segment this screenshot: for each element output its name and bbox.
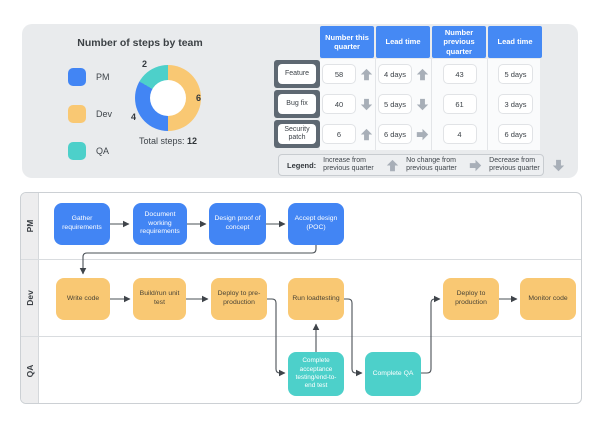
row-label-security-patch[interactable]: Security patch <box>274 120 320 148</box>
lane-label-qa: QA <box>25 364 35 378</box>
donut-chart <box>135 65 201 131</box>
total-steps-value: 12 <box>187 136 198 146</box>
trend-up-icon <box>386 159 399 172</box>
row-label-bug-fix[interactable]: Bug fix <box>274 90 320 118</box>
table-cell[interactable]: 5 days <box>488 60 543 88</box>
chart-title: Number of steps by team <box>77 37 203 49</box>
trend-flat-icon <box>469 159 482 172</box>
legend-decrease: Decrease from previous quarter <box>489 157 565 174</box>
trend-up-icon <box>360 68 373 81</box>
cell-value: 6 days <box>377 124 413 144</box>
grid-separator <box>487 59 488 150</box>
node-deploy-to-pre-production[interactable]: Deploy to pre-production <box>211 278 267 320</box>
table-cell[interactable]: 4 days <box>376 60 431 88</box>
cell-value: 3 days <box>498 94 533 114</box>
lane-header-column <box>21 193 39 403</box>
col-header-lead-time-2: Lead time <box>488 26 542 58</box>
cell-value: 58 <box>322 64 356 84</box>
cell-value: 40 <box>322 94 356 114</box>
node-gather-requirements[interactable]: Gather requirements <box>54 203 110 245</box>
legend-item-pm: PM <box>68 68 112 86</box>
node-accept-design-poc[interactable]: Accept design (POC) <box>288 203 344 245</box>
table-cell[interactable]: 43 <box>432 60 487 88</box>
legend-strip-label: Legend: <box>287 160 317 170</box>
cell-value: 5 days <box>377 94 413 114</box>
legend-no-change: No change from previous quarter <box>406 157 482 174</box>
legend-increase: Increase from previous quarter <box>323 157 399 174</box>
trend-down-icon <box>416 98 429 111</box>
trend-down-icon <box>552 159 565 172</box>
legend-label-qa: QA <box>96 146 110 156</box>
table-cell[interactable]: 4 <box>432 120 487 148</box>
qa-color-swatch <box>68 142 86 160</box>
node-monitor-code[interactable]: Monitor code <box>520 278 576 320</box>
table-cell[interactable]: 61 <box>432 90 487 118</box>
cell-value: 43 <box>442 64 477 84</box>
node-document-working-requirements[interactable]: Document working requirements <box>133 203 187 245</box>
donut-value-dev: 6 <box>196 93 202 103</box>
grid-separator <box>375 59 376 150</box>
cell-value: 6 days <box>498 124 533 144</box>
node-run-loadtesting[interactable]: Run loadtesting <box>288 278 344 320</box>
dev-color-swatch <box>68 105 86 123</box>
cell-value: 6 <box>322 124 356 144</box>
lane-label-dev: Dev <box>25 290 35 306</box>
total-steps: Total steps: 12 <box>108 136 228 146</box>
cell-value: 4 days <box>377 64 413 84</box>
node-deploy-to-production[interactable]: Deploy to production <box>443 278 499 320</box>
table-cell[interactable]: 58 <box>320 60 375 88</box>
col-header-number-this-quarter: Number this quarter <box>320 26 374 58</box>
node-complete-acceptance-testing[interactable]: Complete acceptance testing/end-to-end t… <box>288 352 344 396</box>
legend-item-dev: Dev <box>68 105 112 123</box>
total-steps-label: Total steps: <box>138 136 185 146</box>
lane-label-pm: PM <box>25 219 35 233</box>
node-design-proof-of-concept[interactable]: Design proof of concept <box>209 203 266 245</box>
legend-item-qa: QA <box>68 142 112 160</box>
lane-divider <box>21 259 581 260</box>
arrow-legend: Legend: Increase from previous quarter N… <box>278 154 565 176</box>
table-cell[interactable]: 40 <box>320 90 375 118</box>
trend-up-icon <box>416 68 429 81</box>
col-header-number-previous-quarter: Number previous quarter <box>432 26 486 58</box>
node-write-code[interactable]: Write code <box>56 278 110 320</box>
table-cell[interactable]: 6 <box>320 120 375 148</box>
trend-flat-icon <box>416 128 429 141</box>
legend-label-dev: Dev <box>96 109 113 119</box>
pm-color-swatch <box>68 68 86 86</box>
trend-up-icon <box>360 128 373 141</box>
trend-down-icon <box>360 98 373 111</box>
node-build-run-unit-test[interactable]: Build/run unit test <box>133 278 186 320</box>
col-header-lead-time-1: Lead time <box>376 26 430 58</box>
cell-value: 61 <box>442 94 477 114</box>
legend-label-pm: PM <box>96 72 110 82</box>
donut-value-pm: 4 <box>131 112 137 122</box>
table-cell[interactable]: 6 days <box>376 120 431 148</box>
table-cell[interactable]: 3 days <box>488 90 543 118</box>
chart-legend: PM Dev QA <box>68 68 112 160</box>
table-cell[interactable]: 6 days <box>488 120 543 148</box>
table-cell[interactable]: 5 days <box>376 90 431 118</box>
row-label-feature[interactable]: Feature <box>274 60 320 88</box>
donut-hole <box>150 80 186 116</box>
grid-separator <box>431 59 432 150</box>
donut-value-qa: 2 <box>142 59 148 69</box>
lane-divider <box>21 336 581 337</box>
cell-value: 4 <box>442 124 477 144</box>
node-complete-qa[interactable]: Complete QA <box>365 352 421 396</box>
cell-value: 5 days <box>498 64 533 84</box>
